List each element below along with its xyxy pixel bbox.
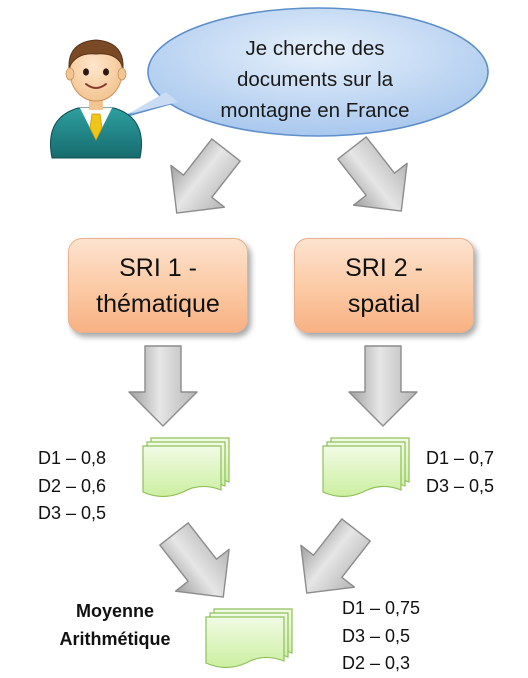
score-item: D3 – 0,5 <box>38 503 107 523</box>
user-avatar-icon <box>50 39 142 159</box>
sri1-box: SRI 1 - thématique <box>68 238 248 333</box>
sri1-score-list: D1 – 0,8 D2 – 0,6 D3 – 0,5 <box>38 445 106 528</box>
arrow-query-to-sri2 <box>324 126 429 233</box>
arrow-sri1-to-docs <box>128 345 198 427</box>
fusion-label: Moyenne Arithmétique <box>22 597 208 653</box>
sri2-title: SRI 2 - <box>345 253 423 282</box>
fusion-label-line-2: Arithmétique <box>59 629 171 649</box>
sri2-box: SRI 2 - spatial <box>294 238 474 333</box>
speech-bubble <box>119 7 489 137</box>
arrow-sri2-to-docs <box>348 345 418 427</box>
score-item: D3 – 0,5 <box>426 475 495 496</box>
query-text: Je cherche des documents sur la montagne… <box>210 33 420 126</box>
score-item: D1 – 0,75 <box>342 598 421 618</box>
fusion-label-line-1: Moyenne <box>75 601 154 621</box>
sri2-subtitle: spatial <box>347 289 421 318</box>
query-line-3: montagne en France <box>220 99 410 122</box>
document-stack-fusion-icon <box>205 608 293 669</box>
document-stack-sri2-icon <box>322 437 410 498</box>
document-stack-sri1-icon <box>142 437 230 498</box>
sri2-score-list: D1 – 0,7 D3 – 0,5 <box>426 445 494 500</box>
score-item: D1 – 0,8 <box>38 448 107 468</box>
arrow-query-to-sri1 <box>149 128 254 235</box>
score-item: D2 – 0,6 <box>38 475 107 496</box>
sri1-title: SRI 1 - <box>119 253 197 282</box>
sri1-subtitle: thématique <box>96 289 220 318</box>
query-line-1: Je cherche des <box>245 37 385 60</box>
score-item: D1 – 0,7 <box>426 448 495 468</box>
score-item: D3 – 0,5 <box>342 625 411 646</box>
query-line-2: documents sur la <box>236 68 394 91</box>
score-item: D2 – 0,3 <box>342 653 411 673</box>
fusion-score-list: D1 – 0,75 D3 – 0,5 D2 – 0,3 <box>342 595 420 678</box>
